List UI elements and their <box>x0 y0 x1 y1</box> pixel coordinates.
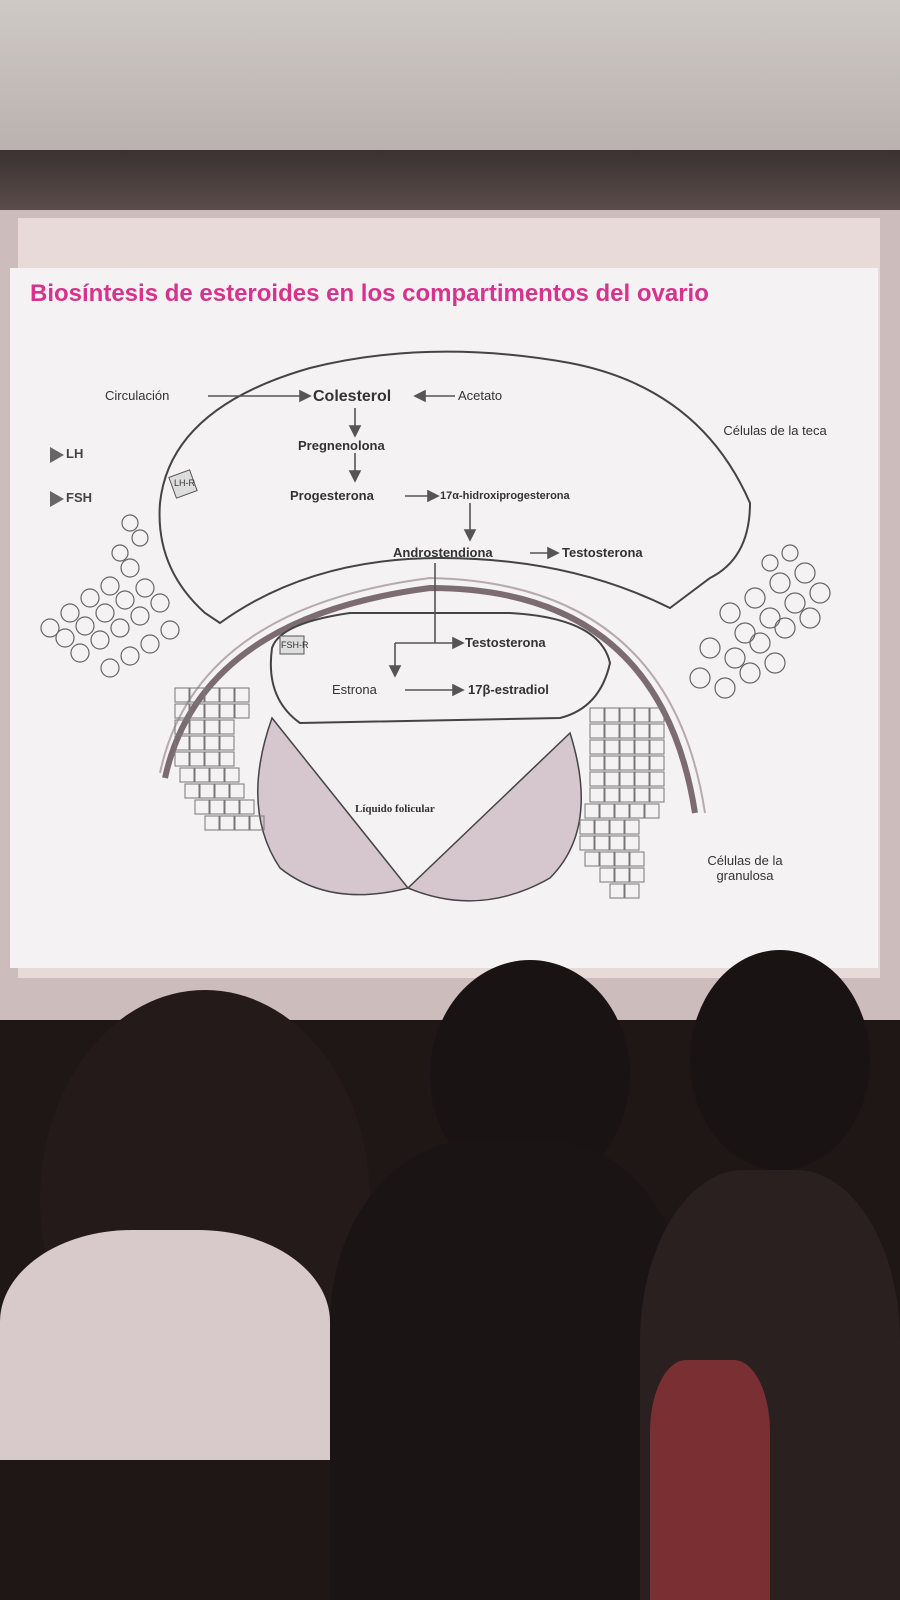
testosterona-granulosa-label: Testosterona <box>465 635 546 650</box>
audience-body-center <box>330 1140 690 1600</box>
granulosa-compartment <box>269 612 612 725</box>
pregnenolona-label: Pregnenolona <box>298 438 385 453</box>
arrow-right-icon <box>50 490 64 507</box>
colesterol-label: Colesterol <box>313 388 392 405</box>
circulacion-label: Circulación <box>105 388 170 403</box>
androstendiona-label: Androstendiona <box>393 545 493 560</box>
lh-receptor-box <box>168 469 198 499</box>
slide: Biosíntesis de esteroides en los compart… <box>10 268 878 968</box>
theca-cells-right <box>689 544 831 699</box>
ceiling <box>0 0 900 150</box>
celulas-granulosa-label: Células de la granulosa <box>707 853 783 883</box>
estradiol-label: 17β-estradiol <box>468 682 549 697</box>
progesterona-label: Progesterona <box>290 488 374 503</box>
audience <box>0 950 900 1600</box>
lh-arrow: LH <box>50 446 83 463</box>
slide-title: Biosíntesis de esteroides en los compart… <box>30 280 709 307</box>
lh-receptor-label: LH-R <box>174 478 196 488</box>
audience-red-jacket <box>650 1360 770 1600</box>
ovary-diagram <box>40 350 831 902</box>
acetato-label: Acetato <box>458 388 503 403</box>
theca-compartment <box>158 350 752 625</box>
ceiling-beam <box>0 150 900 210</box>
hidroxiprogesterona-label: 17α-hidroxiprogesterona <box>440 490 570 502</box>
granulosa-cells <box>174 687 665 899</box>
estrona-label: Estrona <box>332 682 377 697</box>
testosterona-theca-label: Testosterona <box>562 545 643 560</box>
fsh-receptor-label: FSH-R <box>281 640 309 650</box>
basement-membrane <box>162 584 698 814</box>
follicular-fluid-left <box>257 716 410 896</box>
audience-head-right <box>690 950 870 1170</box>
pathway-arrows <box>208 389 560 697</box>
audience-hood <box>0 1230 330 1460</box>
liquido-folicular-label: Líquido folicular <box>355 803 435 815</box>
follicular-fluid-right <box>406 731 582 902</box>
celulas-teca-label: Células de la teca <box>723 423 827 438</box>
arrow-right-icon <box>50 446 64 463</box>
theca-cells-left <box>40 514 180 678</box>
fsh-arrow: FSH <box>50 490 92 507</box>
fsh-receptor-box <box>279 635 305 655</box>
